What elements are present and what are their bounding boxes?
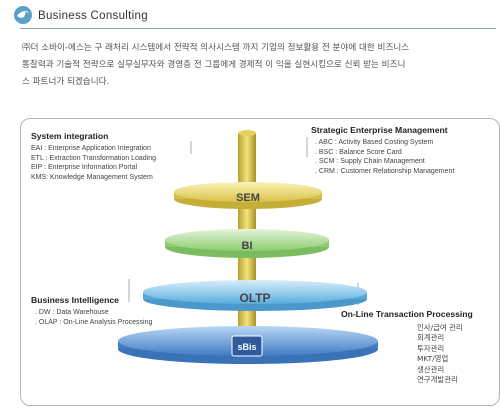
list-item: . OLAP : On-Line Analysis Processing — [35, 318, 153, 326]
pole-cap — [238, 130, 256, 136]
list-item: 생산관리 — [417, 364, 445, 374]
oltp-processing-group: On-Line Transaction Processing 인사/급여 관리 … — [341, 309, 473, 385]
business-intelligence-group: Business Intelligence . DW : Data Wareho… — [31, 295, 152, 327]
list-item: 회계관리 — [417, 333, 445, 343]
list-item: . SCM : Supply Chain Management — [315, 158, 425, 166]
list-item: . CRM : Customer Relationship Management — [315, 167, 455, 175]
layer-label: BI — [242, 240, 253, 252]
page-header: Business Consulting — [0, 0, 500, 30]
sem-layer: SEM — [174, 182, 322, 209]
sbis-label-box — [231, 335, 263, 357]
oltp-layer: OLTP — [143, 280, 367, 311]
list-item: EIP : Enterprise Information Portal — [31, 164, 138, 172]
bird-logo-icon — [14, 6, 32, 24]
bi-layer: BI — [165, 229, 329, 258]
system-integration-group: System integration EAI : Enterprise Appl… — [31, 131, 156, 182]
list-item: . ABC : Activity Based Costing System — [315, 139, 434, 146]
layer-stack-graphic: sBis OLTP BI SEM — [118, 130, 378, 364]
layer-label: OLTP — [239, 291, 270, 305]
list-item: EAI : Enterprise Application Integration — [31, 145, 151, 152]
intro-line: 통찰력과 기술적 전략으로 실무실무자와 경영층 전 그룹에게 경제적 이 익을… — [22, 60, 406, 70]
layer-label: sBis — [237, 342, 256, 352]
oltp-processing-heading: On-Line Transaction Processing — [341, 309, 473, 319]
strategic-management-heading: Strategic Enterprise Management — [311, 125, 448, 135]
header-divider — [20, 28, 496, 29]
intro-paragraph: ㈜더 소바이-에스는 구 래처리 시스템에서 전략적 의사시스템 까지 기업의 … — [22, 40, 490, 91]
list-item: 인사/급여 관리 — [417, 323, 463, 332]
list-item: . DW : Data Warehouse — [35, 309, 109, 316]
list-item: MKT/영업 — [417, 354, 449, 364]
list-item: 투자관리 — [417, 343, 445, 353]
layer-label: SEM — [236, 192, 260, 204]
strategic-management-group: Strategic Enterprise Management . ABC : … — [311, 125, 454, 176]
page-title: Business Consulting — [38, 10, 148, 22]
intro-line: 스 파트너가 되겠습니다. — [22, 77, 110, 87]
business-intelligence-heading: Business Intelligence — [31, 295, 119, 305]
system-integration-heading: System integration — [31, 131, 109, 141]
list-item: KMS: Knowledge Management System — [31, 173, 153, 181]
list-item: . BSC : Balance Score Card — [315, 148, 402, 156]
list-item: 연구개발관리 — [417, 375, 458, 385]
list-item: ETL : Extraction Transformation Loading — [31, 154, 157, 162]
intro-line: ㈜더 소바이-에스는 구 래처리 시스템에서 전략적 의사시스템 까지 기업의 … — [22, 43, 410, 53]
sbis-layer: sBis — [118, 326, 378, 364]
architecture-diagram: sBis OLTP BI SEM System integration — [20, 118, 500, 406]
